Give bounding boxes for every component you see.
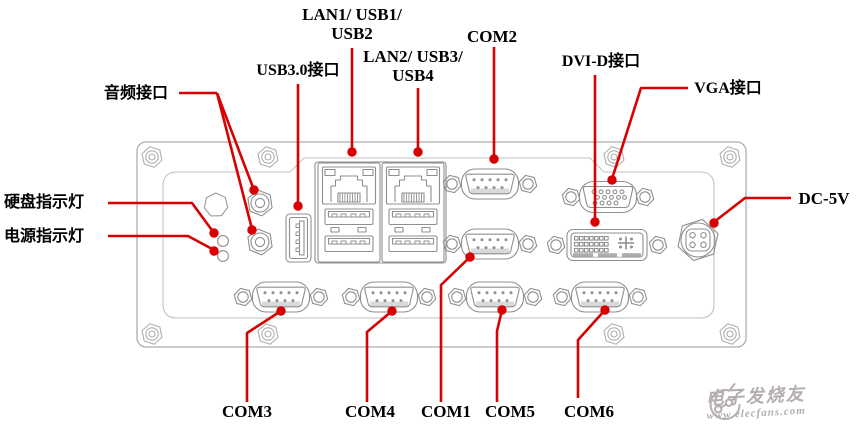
label-com1: COM1 xyxy=(420,402,472,421)
label-com6: COM6 xyxy=(563,402,615,421)
recess-outline xyxy=(162,157,715,319)
label-com4: COM4 xyxy=(344,402,396,421)
leader-com5 xyxy=(495,309,504,402)
leader-com6 xyxy=(576,309,606,398)
leader-com3 xyxy=(245,309,282,402)
label-dc: DC-5V xyxy=(798,189,850,208)
elecfans-logo-icon xyxy=(709,382,741,420)
label-com2: COM2 xyxy=(466,27,518,46)
connectors xyxy=(203,161,721,312)
label-com5: COM5 xyxy=(484,402,536,421)
label-vga: VGA接口 xyxy=(694,80,762,97)
callout-lines xyxy=(108,47,791,402)
power-led xyxy=(217,250,229,262)
label-power-led: 电源指示灯 xyxy=(4,228,85,245)
leader-com4 xyxy=(365,310,393,402)
leader-power-led xyxy=(108,234,215,252)
leader-com1 xyxy=(439,256,471,402)
label-usb30: USB3.0接口 xyxy=(256,62,340,79)
leader-endpoints xyxy=(209,147,719,316)
leader-dc xyxy=(713,196,791,224)
hdd-led xyxy=(217,235,229,247)
label-lan1: LAN1/ USB1/ USB2 xyxy=(302,5,402,44)
leader-hdd-led xyxy=(108,201,216,234)
lan-usb-bezel xyxy=(314,161,447,264)
label-dvid: DVI-D接口 xyxy=(561,53,641,70)
label-hdd-led: 硬盘指示灯 xyxy=(4,194,85,211)
watermark: 电子发烧友 www.elecfans.com xyxy=(705,372,858,432)
label-lan2: LAN2/ USB3/ USB4 xyxy=(363,47,463,86)
leader-audio xyxy=(179,91,256,230)
label-audio: 音频接口 xyxy=(103,85,169,102)
leader-vga xyxy=(610,86,688,180)
label-com3: COM3 xyxy=(221,402,273,421)
blank-knockout-hole xyxy=(203,192,229,217)
